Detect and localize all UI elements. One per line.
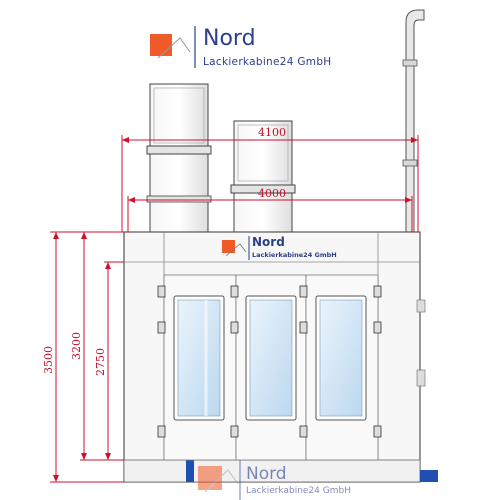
dimension-height-total: 3500 <box>42 346 55 374</box>
logo-brand-top: Nord <box>203 26 256 51</box>
logo-company-booth: Lackierkabine24 GmbH <box>252 251 337 259</box>
logo-mark-booth <box>222 236 250 260</box>
logo-company-watermark: Lackierkabine24 GmbH <box>246 486 351 496</box>
logo-mark-top <box>150 26 196 68</box>
dimension-width-inner: 4000 <box>258 187 286 200</box>
dimension-height-booth: 3200 <box>70 332 83 360</box>
dimension-lines <box>50 135 419 483</box>
door-hinges <box>157 285 382 438</box>
logo-mark-watermark <box>198 460 241 500</box>
intake-duct-left <box>146 83 212 233</box>
dimension-height-door: 2750 <box>94 348 107 376</box>
logo-brand-watermark: Nord <box>246 464 287 484</box>
dimension-width-outer: 4100 <box>258 126 286 139</box>
logo-brand-booth: Nord <box>252 235 285 249</box>
logo-company-top: Lackierkabine24 GmbH <box>203 56 332 68</box>
exhaust-stack <box>402 9 425 233</box>
door-windows <box>173 295 367 421</box>
